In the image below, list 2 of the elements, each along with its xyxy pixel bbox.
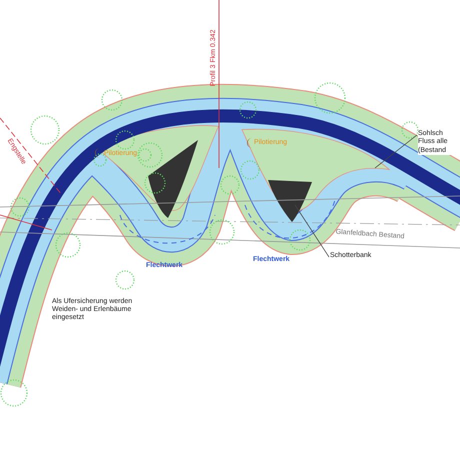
leader-line (374, 134, 418, 168)
leader-line (294, 204, 330, 258)
